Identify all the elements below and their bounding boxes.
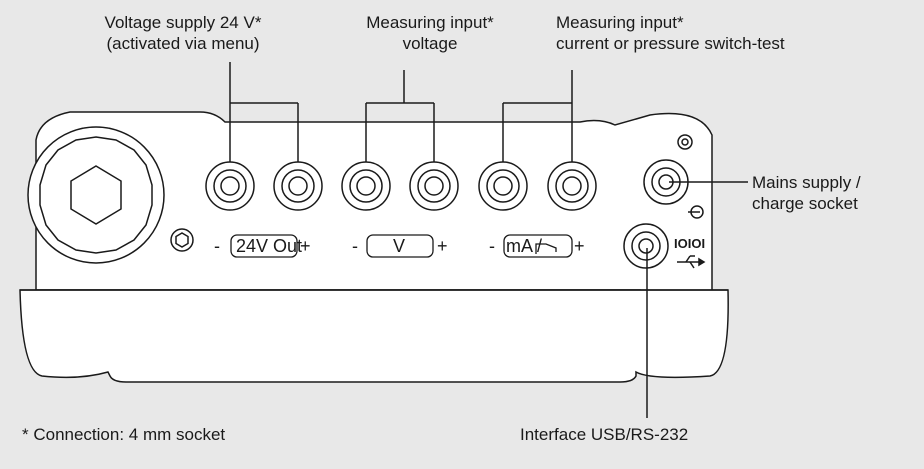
out-plus-sign: + [300,236,311,256]
socket-24v-plus-icon[interactable] [273,161,323,211]
interface-label: Interface USB/RS-232 [520,425,689,444]
usb-serial-mark: IOIOI [674,236,705,251]
mains-line1: Mains supply / [752,173,861,192]
measuring-current-label: Measuring input* current or pressure swi… [556,12,785,54]
socket-v-minus-icon[interactable] [341,161,391,211]
socket-v-plus-icon[interactable] [409,161,459,211]
panel-labels [230,234,573,258]
mains-socket-icon[interactable] [643,159,689,205]
ma-label: mA / [506,236,542,256]
measuring-current-line2: current or pressure switch-test [556,34,785,53]
socket-ma-plus-icon[interactable] [547,161,597,211]
out-label: 24V Out [236,236,302,256]
footnote: * Connection: 4 mm socket [22,425,226,444]
usb-icon [677,255,706,269]
usb-socket-icon[interactable] [623,223,669,269]
ma-plus-sign: + [574,236,585,256]
mains-label: Mains supply / charge socket [752,172,861,214]
v-minus-sign: - [352,236,358,256]
measuring-current-line1: Measuring input* [556,13,684,32]
device-top-body [35,111,713,331]
charge-symbol-icon [688,205,704,219]
large-knob-icon [27,126,165,264]
corner-screw-icon [677,134,693,150]
measuring-voltage-line2: voltage [402,34,458,53]
out-minus-sign: - [214,236,220,256]
voltage-supply-line2: (activated via menu) [106,34,260,53]
voltage-supply-line1: Voltage supply 24 V* [104,13,262,32]
hex-screw-icon [170,228,194,252]
measuring-voltage-line1: Measuring input* [366,13,494,32]
socket-ma-minus-icon[interactable] [478,161,528,211]
ma-minus-sign: - [489,236,495,256]
measuring-voltage-label: Measuring input* voltage [330,12,530,54]
mains-line2: charge socket [752,194,858,213]
socket-24v-minus-icon[interactable] [205,161,255,211]
voltage-supply-label: Voltage supply 24 V* (activated via menu… [58,12,308,54]
v-plus-sign: + [437,236,448,256]
device-base [19,289,729,383]
v-label: V [393,236,405,256]
